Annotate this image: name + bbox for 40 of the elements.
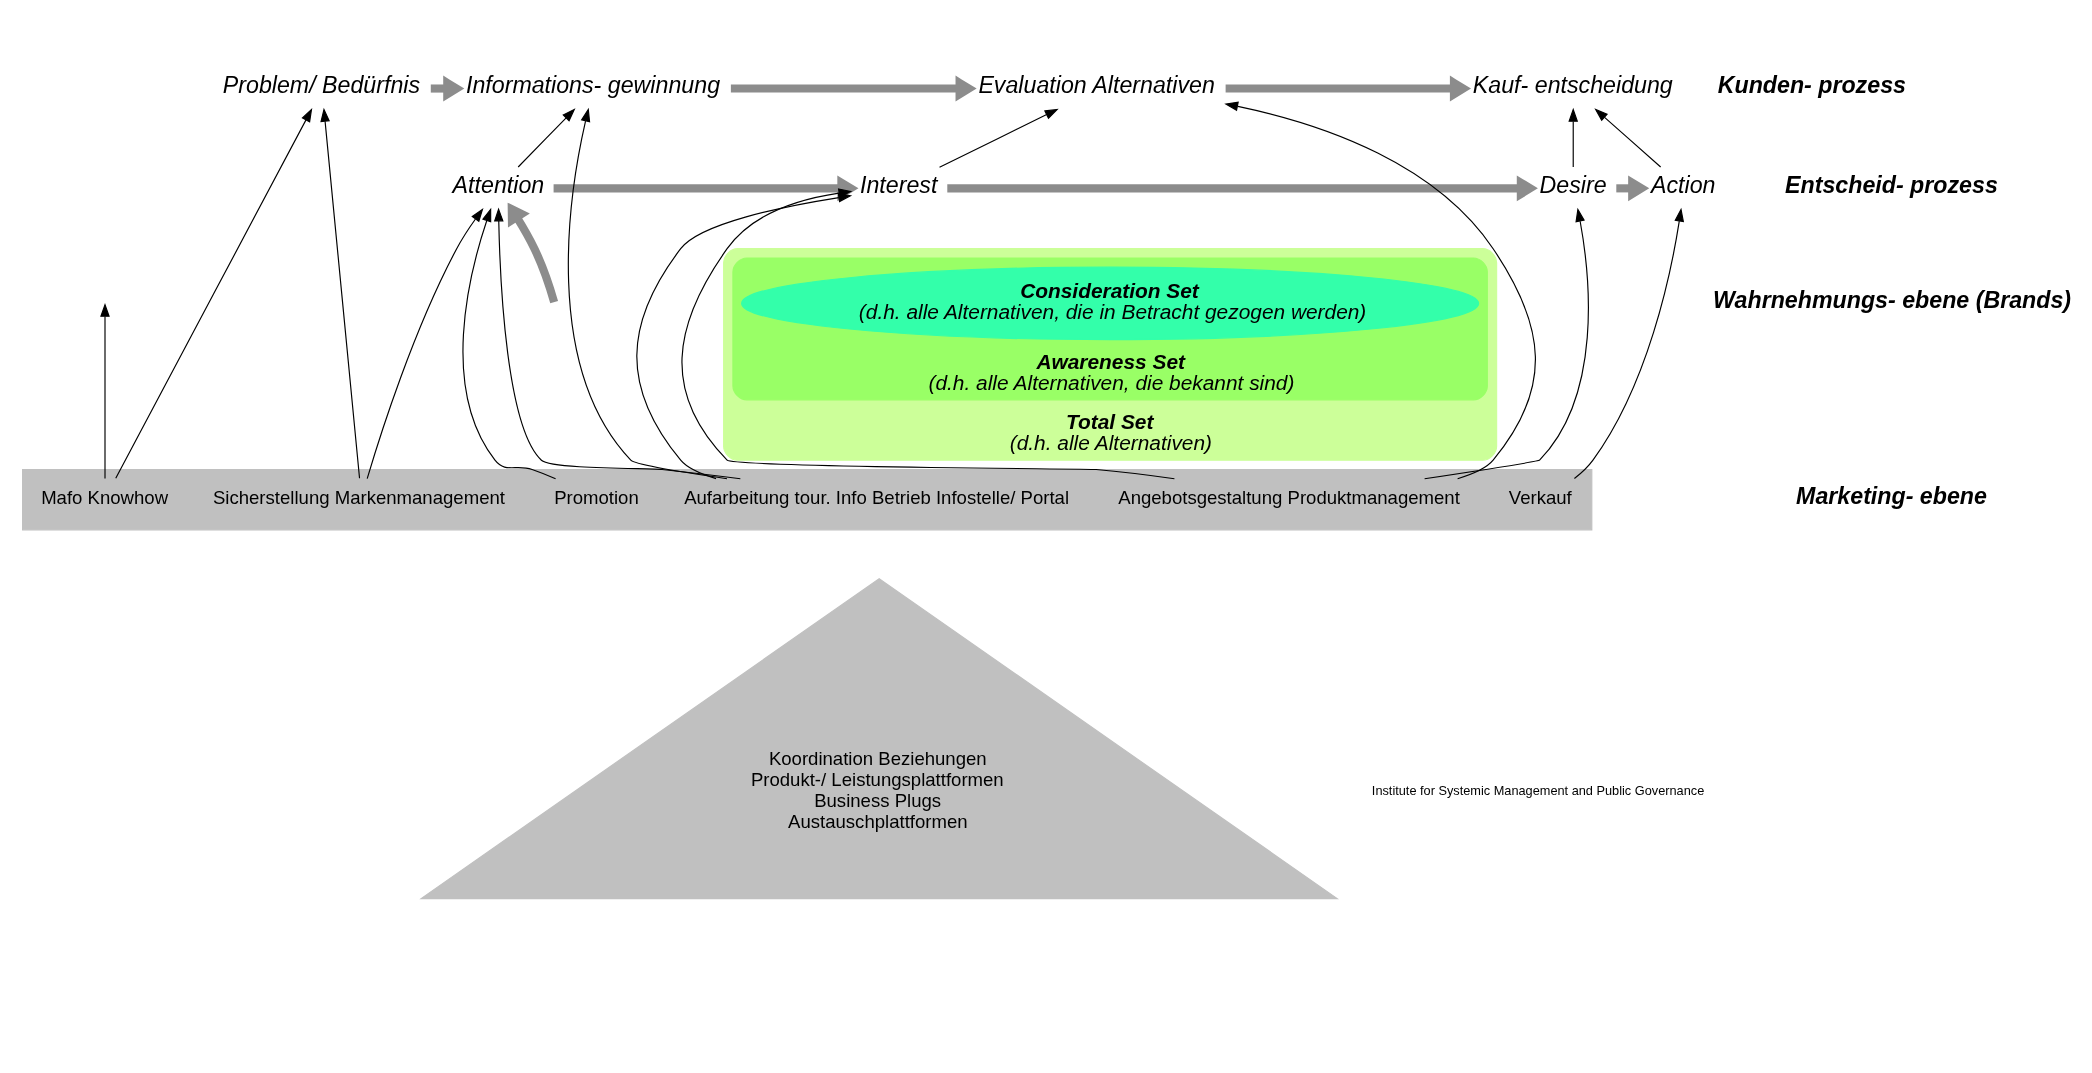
node-text: Desire	[1539, 171, 1607, 198]
arrow	[681, 188, 1175, 480]
node-text: Informations- gewinnung	[465, 72, 721, 99]
label: Wahrnehmungs- ebene (Brands)	[1713, 287, 2072, 314]
arrow	[1568, 107, 1579, 168]
label: Institute for Systemic Management and Public Governance	[1371, 783, 1705, 799]
node-text: Aufarbeitung tour. Info Betrieb Infostelle/ Portal	[684, 487, 1070, 509]
node-text: Promotion	[554, 487, 639, 509]
node-text: Sicherstellung Markenmanagement	[212, 487, 505, 509]
node-text: Problem/ Bedürfnis	[222, 72, 421, 99]
arrow	[100, 302, 110, 480]
node-text: Mafo Knowhow	[41, 487, 169, 509]
cluster	[22, 468, 1593, 531]
arrow	[1573, 207, 1685, 480]
label: Entscheid- prozess	[1785, 171, 1998, 198]
arrow	[1224, 101, 1536, 480]
arrow	[1225, 75, 1471, 102]
arrow	[493, 207, 741, 480]
node-text: Action	[1650, 171, 1716, 198]
arrow	[462, 207, 557, 480]
arrow	[115, 108, 313, 479]
arrow	[320, 107, 361, 479]
arrow	[366, 208, 484, 480]
arrow	[517, 108, 576, 168]
node-text: Evaluation Alternativen	[978, 72, 1215, 99]
arrow	[938, 108, 1059, 168]
arrow	[1424, 207, 1589, 480]
node-ellipse: Consideration Set (d.h. alle Alternativen, die in Betracht gezogen werden)	[741, 266, 1480, 341]
node-text: Kauf- entscheidung	[1472, 72, 1673, 99]
node-text: Attention	[452, 171, 545, 198]
arrow	[947, 175, 1538, 202]
arrow	[567, 107, 728, 480]
node-text: Angebotsgestaltung Produktmanagement	[1118, 487, 1460, 509]
node-text: Interest	[860, 171, 938, 198]
node-text: Verkauf	[1508, 487, 1572, 509]
label: Marketing- ebene	[1796, 483, 1987, 510]
arrow	[730, 75, 977, 102]
arrow	[507, 202, 559, 304]
arrow	[1594, 108, 1662, 168]
label: Kunden- prozess	[1717, 72, 1906, 99]
